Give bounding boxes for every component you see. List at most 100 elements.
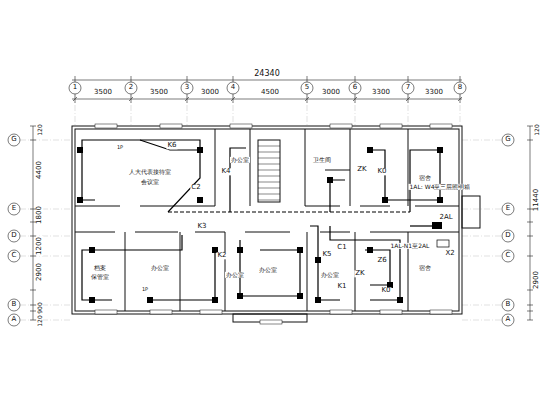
grid-line bbox=[131, 94, 132, 126]
plan-label: 保管室 bbox=[90, 274, 110, 280]
plan-label: E bbox=[505, 205, 511, 212]
grid-bubble bbox=[8, 203, 20, 215]
dimension-tick bbox=[30, 311, 36, 312]
plan-label: 3500 bbox=[149, 89, 169, 96]
grid-bubble bbox=[502, 134, 514, 146]
light-fixture bbox=[237, 247, 243, 253]
plan-label: ZK bbox=[356, 166, 367, 173]
plan-label: 3000 bbox=[200, 89, 220, 96]
grid-line bbox=[20, 320, 72, 321]
grid-bubble bbox=[227, 82, 239, 94]
light-fixture bbox=[89, 247, 95, 253]
plan-label: C bbox=[505, 252, 512, 259]
plan-label: 办公室 bbox=[225, 272, 245, 278]
dimension-tick bbox=[527, 209, 533, 210]
plan-label: 1AL-N1至2AL bbox=[390, 243, 431, 249]
light-fixture bbox=[197, 147, 203, 153]
plan-label: K4 bbox=[220, 168, 231, 175]
grid-bubble bbox=[8, 250, 20, 262]
stair-tread bbox=[258, 158, 280, 159]
grid-bubble bbox=[502, 299, 514, 311]
plan-label: 8 bbox=[457, 84, 463, 91]
grid-line bbox=[462, 140, 502, 141]
plan-label: A bbox=[505, 316, 512, 323]
plan-label: 6 bbox=[352, 84, 358, 91]
plan-label: 2 bbox=[128, 84, 134, 91]
grid-bubble bbox=[454, 82, 466, 94]
plan-label: 4500 bbox=[260, 89, 280, 96]
window bbox=[160, 124, 182, 128]
grid-line bbox=[233, 94, 234, 126]
grid-line bbox=[462, 236, 502, 237]
grid-line bbox=[20, 256, 72, 257]
plan-label: 120 bbox=[37, 314, 43, 327]
grid-bubble bbox=[301, 82, 313, 94]
light-fixture bbox=[367, 247, 373, 253]
plan-label: 人大代表接待室 bbox=[128, 169, 172, 175]
plan-label: D bbox=[10, 232, 17, 239]
plan-label: K6 bbox=[166, 142, 177, 149]
window bbox=[430, 310, 452, 314]
plan-label: 11440 bbox=[533, 188, 540, 212]
grid-line bbox=[462, 256, 502, 257]
plan-label: K3 bbox=[196, 223, 207, 230]
grid-bubble bbox=[8, 134, 20, 146]
plan-label: 1200 bbox=[36, 236, 43, 256]
light-fixture bbox=[367, 147, 373, 153]
grid-bubble bbox=[502, 250, 514, 262]
grid-bubble bbox=[502, 203, 514, 215]
light-fixture bbox=[197, 197, 203, 203]
plan-label: 3 bbox=[184, 84, 190, 91]
dimension-tick bbox=[30, 290, 36, 291]
plan-label: 7 bbox=[405, 84, 411, 91]
plan-label: 宿舍 bbox=[418, 175, 432, 181]
plan-label: Z6 bbox=[376, 257, 387, 264]
plan-label: C bbox=[11, 252, 18, 259]
plan-label: K1 bbox=[336, 283, 347, 290]
window bbox=[230, 124, 252, 128]
plan-label: D bbox=[504, 232, 511, 239]
plan-label: 3300 bbox=[371, 89, 391, 96]
grid-bubble bbox=[8, 230, 20, 242]
stair-tread bbox=[258, 200, 280, 201]
light-fixture bbox=[382, 197, 388, 203]
grid-bubble bbox=[502, 314, 514, 326]
dimension-tick bbox=[527, 126, 533, 127]
window bbox=[430, 124, 452, 128]
plan-label: K5 bbox=[321, 251, 332, 258]
plan-label: 办公室 bbox=[150, 265, 170, 271]
grid-bubble bbox=[125, 82, 137, 94]
grid-line bbox=[187, 94, 188, 126]
plan-label: 4 bbox=[230, 84, 236, 91]
plan-label: 1P bbox=[116, 145, 124, 150]
dimension-tick bbox=[527, 236, 533, 237]
light-fixture bbox=[327, 177, 333, 183]
plan-label: 2AL bbox=[438, 214, 453, 221]
plan-label: 办公室 bbox=[258, 267, 278, 273]
plan-label: 会议室 bbox=[140, 179, 160, 185]
light-fixture bbox=[147, 297, 153, 303]
light-fixture bbox=[437, 197, 443, 203]
grid-line bbox=[20, 236, 72, 237]
dimension-tick bbox=[527, 140, 533, 141]
grid-line bbox=[20, 305, 72, 306]
plan-label: 5 bbox=[304, 84, 310, 91]
grid-bubble bbox=[69, 82, 81, 94]
plan-label: K2 bbox=[216, 252, 227, 259]
light-fixture bbox=[437, 147, 443, 153]
grid-line bbox=[462, 209, 502, 210]
grid-bubble bbox=[402, 82, 414, 94]
plan-label: 1AL: W4至三层照明箱 bbox=[409, 184, 472, 190]
plan-label: C2 bbox=[190, 184, 201, 191]
plan-label: 档案 bbox=[93, 265, 107, 271]
grid-line bbox=[462, 320, 502, 321]
dimension-tick bbox=[527, 290, 533, 291]
light-fixture bbox=[315, 297, 321, 303]
plan-label: ZK bbox=[354, 270, 365, 277]
plan-label: 24340 bbox=[253, 70, 280, 78]
window bbox=[380, 124, 402, 128]
light-fixture bbox=[212, 297, 218, 303]
light-fixture bbox=[297, 293, 303, 299]
